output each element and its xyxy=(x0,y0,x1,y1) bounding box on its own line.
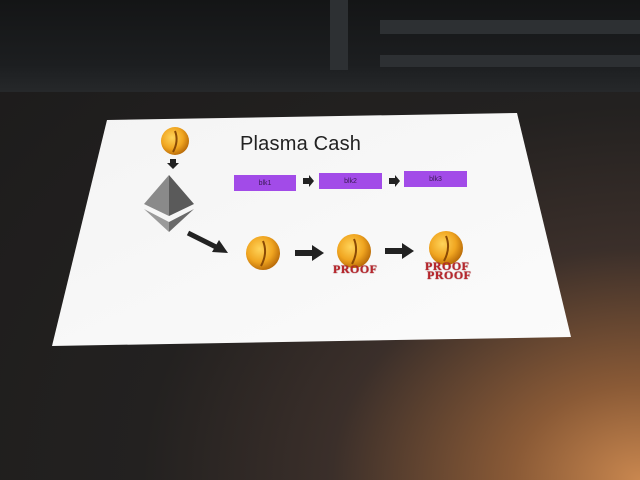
coin-icon xyxy=(429,231,463,265)
coin-icon xyxy=(246,236,280,270)
coin-icon xyxy=(337,234,371,268)
ceiling-pipe xyxy=(380,55,640,67)
proof-stamp: PROOF xyxy=(427,268,472,282)
block-blk2: blk2 xyxy=(319,173,382,189)
coin-icon xyxy=(161,127,189,155)
proof-stamp: PROOF xyxy=(425,259,470,273)
arrow-right-icon xyxy=(295,245,324,261)
proof-stamp: PROOF xyxy=(333,262,378,276)
block-blk1: blk1 xyxy=(234,175,296,191)
ethereum-icon xyxy=(144,175,194,232)
arrow-right-icon xyxy=(303,175,314,187)
arrow-diagonal-icon xyxy=(186,230,228,253)
arrow-right-icon xyxy=(389,175,400,187)
block-blk3: blk3 xyxy=(404,171,467,187)
arrow-right-icon xyxy=(385,243,414,259)
ceiling-pipe xyxy=(330,0,348,70)
arrow-down-icon xyxy=(167,159,179,169)
ceiling-background xyxy=(0,0,640,92)
slide-title: Plasma Cash xyxy=(240,133,362,155)
ceiling-pipe xyxy=(380,20,640,34)
